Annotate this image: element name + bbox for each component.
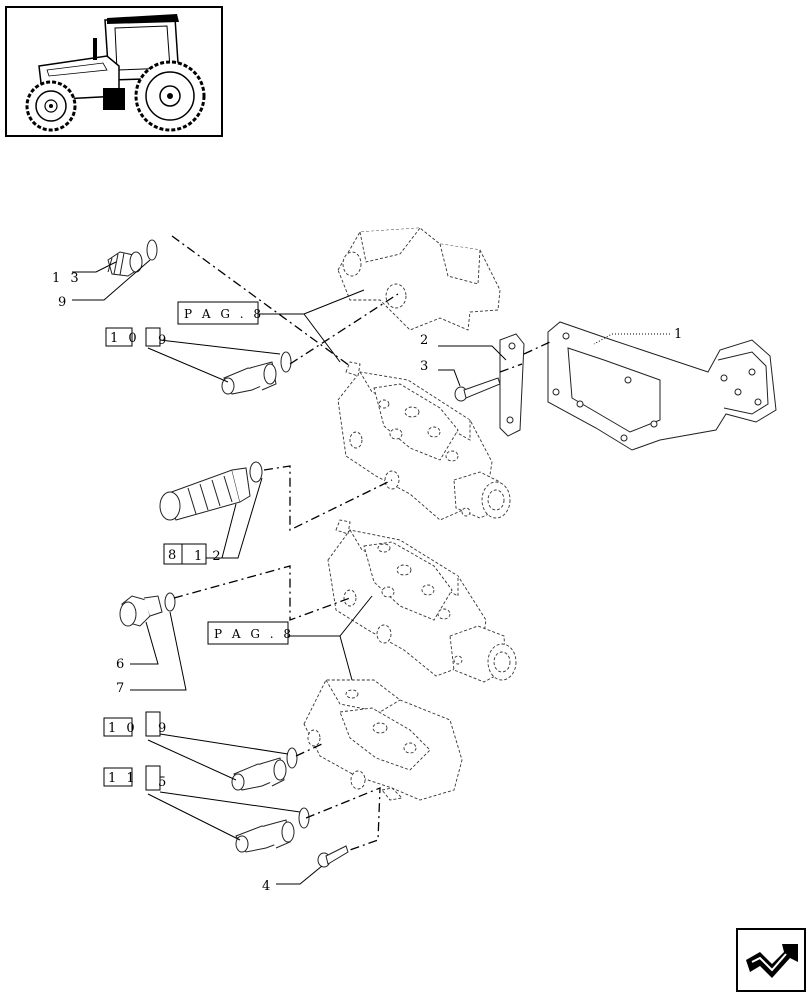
callout-9-lower: 9 xyxy=(158,721,169,736)
callout-7: 7 xyxy=(116,681,127,696)
ref-box-11-label: 1 1 xyxy=(108,771,138,786)
page-ref-upper-label: P A G . 8 xyxy=(184,307,264,321)
elbow-fitting-lower-b xyxy=(235,819,295,853)
bolt-4 xyxy=(317,845,349,868)
callout-5: 5 xyxy=(158,775,169,790)
elbow-fitting-lower-a xyxy=(231,757,287,791)
dust-boot xyxy=(159,467,251,521)
callout-2: 2 xyxy=(420,333,431,348)
callout-9-top: 9 xyxy=(58,295,69,310)
page-ref-lower[interactable]: P A G . 8 xyxy=(207,621,294,645)
mounting-bracket xyxy=(547,321,777,451)
valve-inlet-cover xyxy=(337,227,501,331)
ref-box-11[interactable]: 1 1 5 xyxy=(103,765,169,791)
ref-box-10-upper[interactable]: 1 0 9 xyxy=(105,327,169,348)
callout-3: 3 xyxy=(420,359,431,374)
assembly-axis-lines xyxy=(171,235,551,851)
page-ref-upper[interactable]: P A G . 8 xyxy=(177,301,264,325)
leader-lines xyxy=(72,259,670,885)
callout-12: 1 2 xyxy=(194,549,224,564)
ref-box-8[interactable]: 8 1 2 xyxy=(163,543,224,565)
control-valve-section-upper xyxy=(337,361,511,521)
control-valve-section-lower xyxy=(327,519,517,683)
valve-end-cover xyxy=(303,679,463,801)
plug-6 xyxy=(119,595,163,627)
tractor-thumbnail xyxy=(5,6,223,137)
page-ref-lower-label: P A G . 8 xyxy=(214,627,294,641)
o-ring-7 xyxy=(164,592,176,612)
ref-box-10-lower-label: 1 0 xyxy=(108,721,138,736)
next-page-button[interactable] xyxy=(736,928,806,992)
ref-box-8-label: 8 xyxy=(168,548,179,563)
o-ring-9-upper xyxy=(280,351,292,373)
elbow-fitting-upper xyxy=(221,361,277,395)
next-page-arrow-icon xyxy=(746,944,798,978)
spacer-plate xyxy=(499,333,525,437)
callout-6: 6 xyxy=(116,657,127,672)
callout-13: 1 3 xyxy=(52,271,82,286)
bolt-3 xyxy=(454,377,501,402)
ref-box-10-upper-label: 1 0 xyxy=(110,331,140,346)
callout-9-upper: 9 xyxy=(158,333,169,348)
o-ring-9-top xyxy=(146,239,158,261)
tractor-thumbnail-icon xyxy=(25,14,206,132)
ref-box-10-lower[interactable]: 1 0 9 xyxy=(103,711,169,737)
o-ring-5 xyxy=(298,807,310,829)
o-ring-12 xyxy=(249,461,263,483)
callout-4: 4 xyxy=(262,879,273,894)
o-ring-9-lower xyxy=(286,747,298,769)
callout-1: 1 xyxy=(674,327,685,342)
